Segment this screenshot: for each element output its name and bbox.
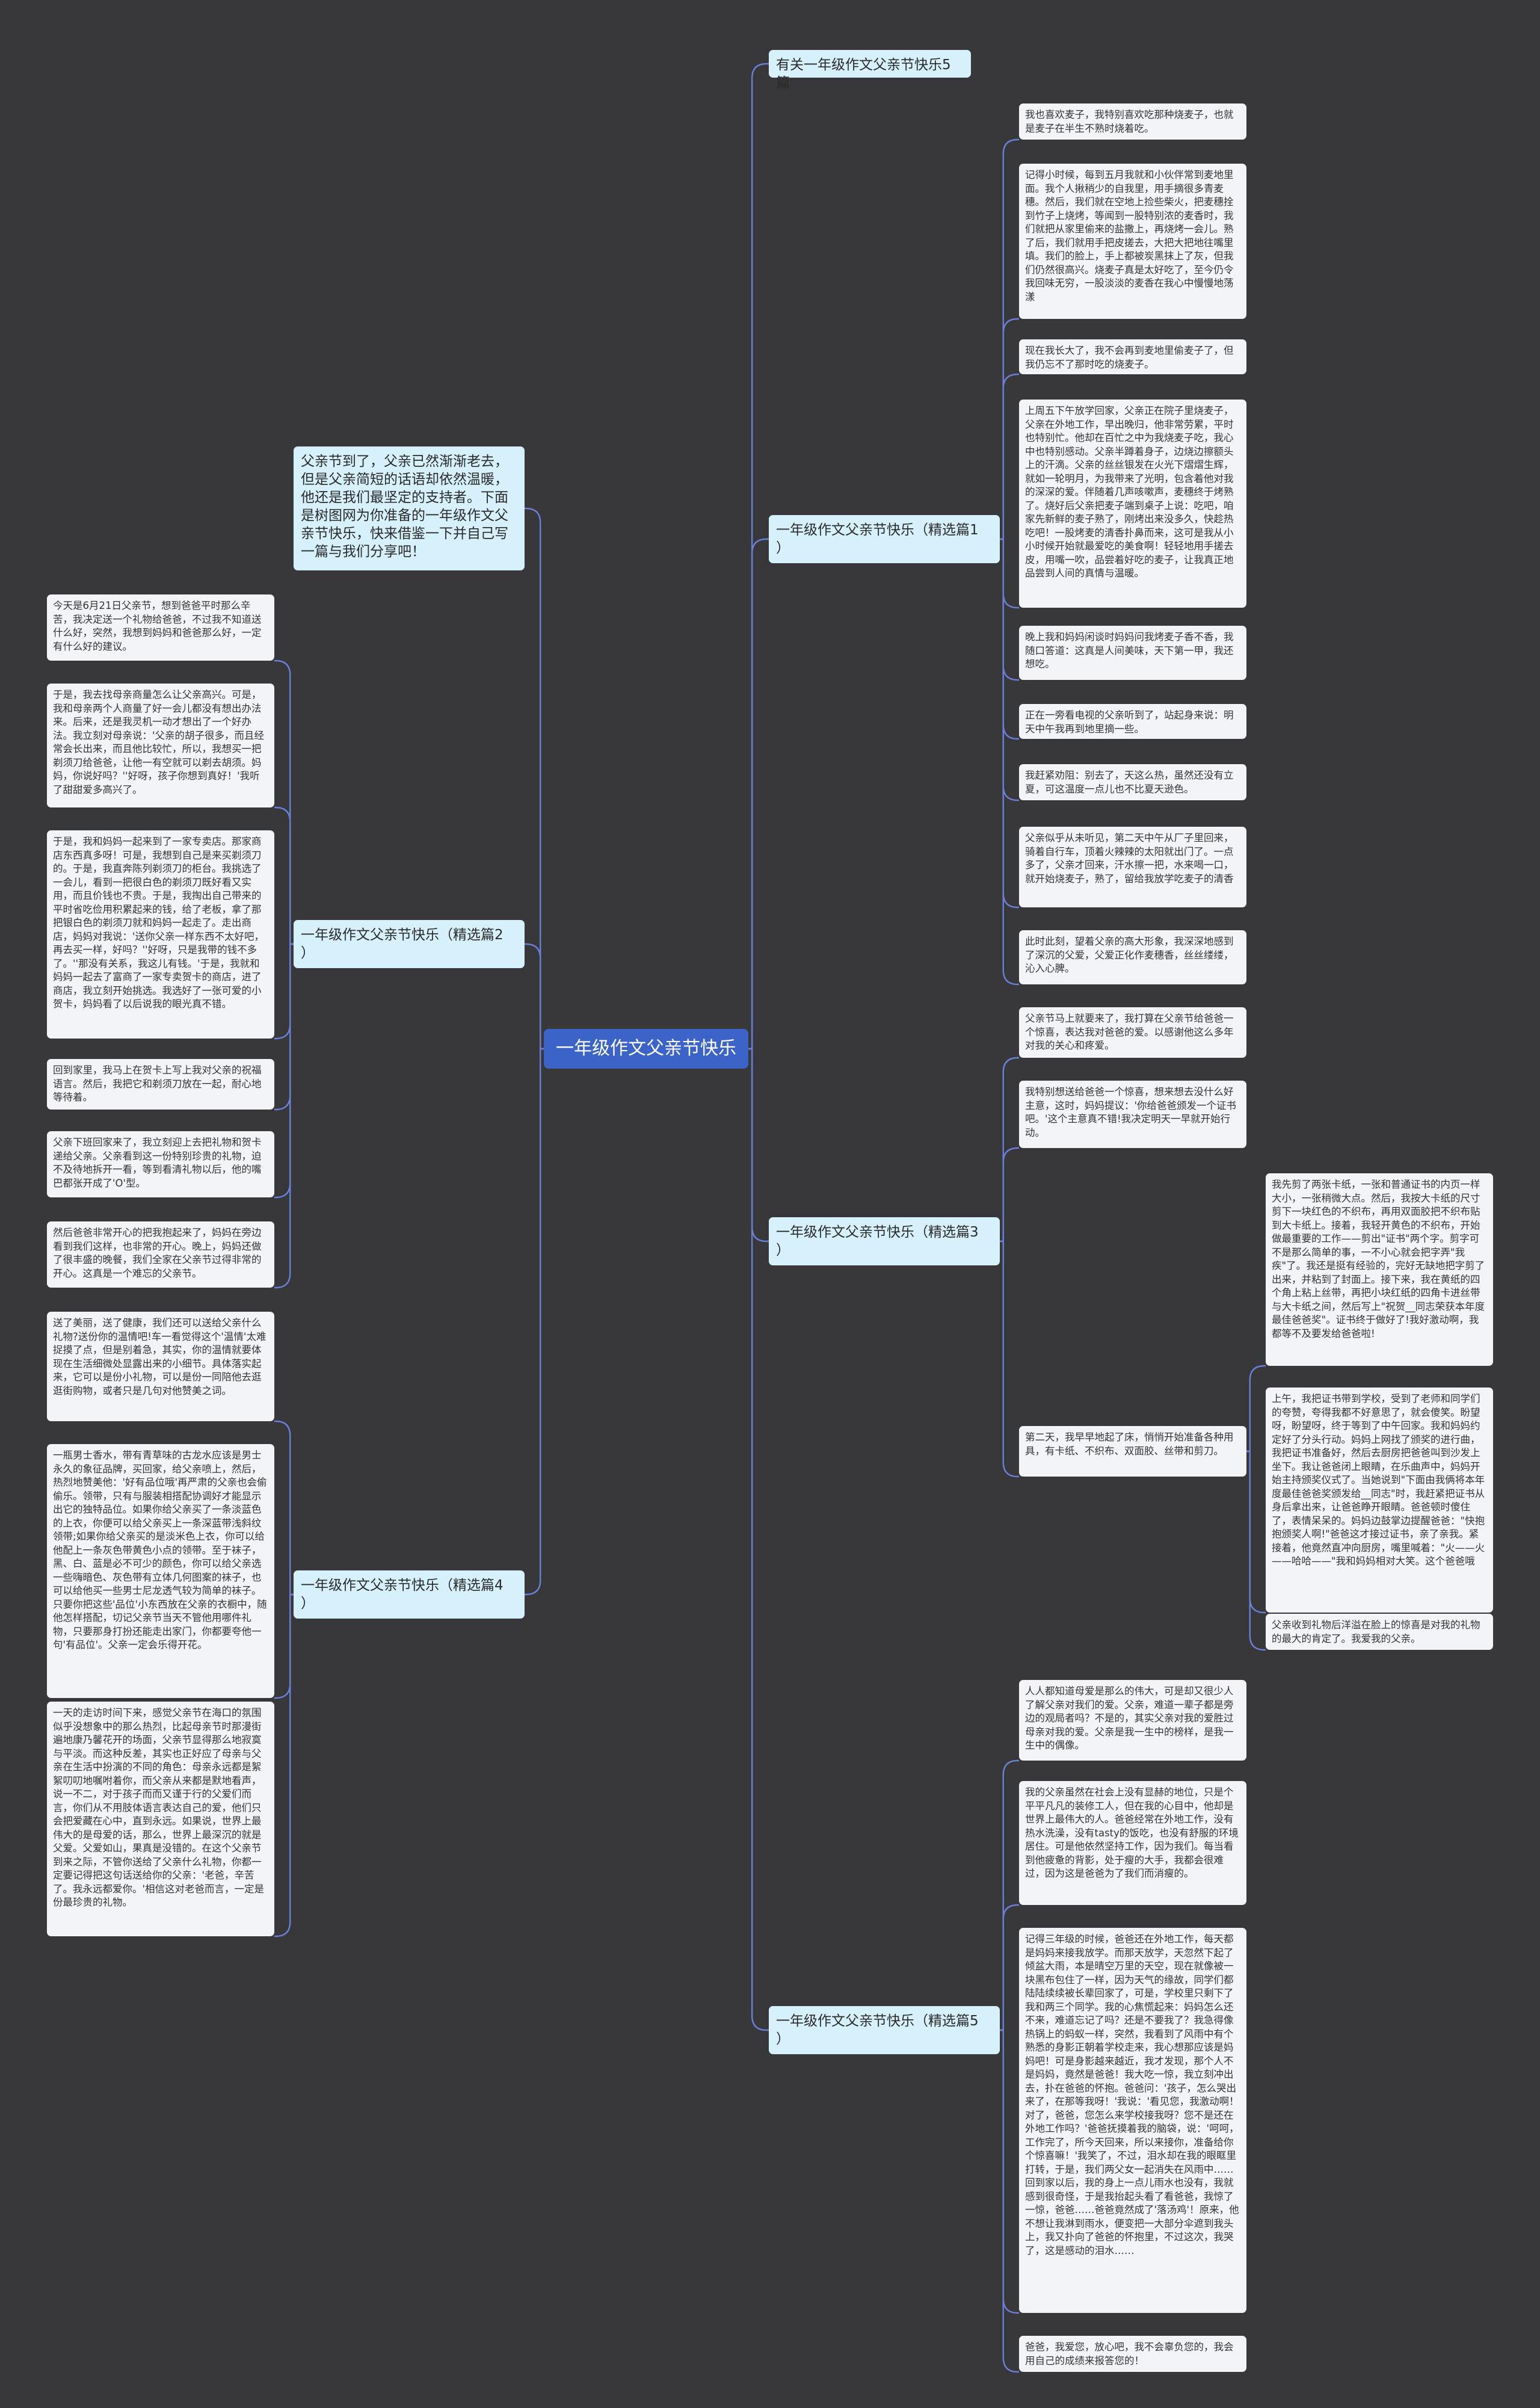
note-part5-para: 我的父亲虽然在社会上没有显赫的地位，只是个平平凡凡的装修工人，但在我的心目中，他… <box>1019 1781 1246 1905</box>
note-part2-para: 回到家里，我马上在贺卡上写上我对父亲的祝福语言。然后，我把它和剃须刀放在一起，耐… <box>47 1059 274 1110</box>
connector-line <box>274 1420 294 1596</box>
connector-line <box>1000 1147 1019 1243</box>
note-part2-para: 今天是6月21日父亲节，想到爸爸平时那么辛苦，我决定送一个礼物给爸爸，不过我不知… <box>47 594 274 661</box>
root-topic[interactable]: 一年级作文父亲节快乐 <box>544 1029 748 1069</box>
note-part3-para: 我特别想送给爸爸一个惊喜，想来想去没什么好主意，这时，妈妈提议：'你给爸爸颁发一… <box>1019 1081 1246 1148</box>
connector-line <box>1000 1057 1019 1243</box>
note-part1-para: 我也喜欢麦子，我特别喜欢吃那种烧麦子，也就是麦子在半生不熟时烧着吃。 <box>1019 103 1246 140</box>
connector-line <box>1000 373 1019 540</box>
connector-line <box>1000 138 1019 540</box>
note-part4-para: 一天的走访时间下来，感觉父亲节在海口的氛围似乎没想象中的那么热烈，比起母亲节时那… <box>47 1702 274 1936</box>
connector-line <box>1000 1240 1019 1478</box>
connector-line <box>525 507 544 1050</box>
note-part5-para: 人人都知道母爱是那么的伟大，可是却又很少人了解父亲对我们的爱。父亲，难道一辈子都… <box>1019 1680 1246 1761</box>
note-part5-para: 记得三年级的时候，爸爸还在外地工作，每天都是妈妈来接我放学。而那天放学，天忽然下… <box>1019 1928 1246 2313</box>
connector-line <box>274 1593 294 1937</box>
note-part1-para: 此时此刻，望着父亲的高大形象，我深深地感到了深沉的父爱，父爱正化作麦穗香，丝丝缕… <box>1019 930 1246 984</box>
connector-line <box>274 806 294 945</box>
note-part5-para: 爸爸，我爱您，放心吧，我不会辜负您的，我会用自己的成绩来报答您的！ <box>1019 2336 1246 2372</box>
branch-part-4[interactable]: 一年级作文父亲节快乐（精选篇4 ） <box>294 1570 525 1619</box>
connector-line <box>1000 318 1019 540</box>
connector-line <box>1246 1365 1266 1453</box>
connector-line <box>748 1048 769 2031</box>
intro-note: 父亲节到了，父亲已然渐渐老去，但是父亲简短的话语却依然温暖，他还是我们最坚定的支… <box>294 446 525 570</box>
note-part2-para: 于是，我和妈妈一起来到了一家专卖店。那家商店东西真多呀！可是，我想到自己是来买剃… <box>47 830 274 1039</box>
note-part1-para: 上周五下午放学回家，父亲正在院子里烧麦子，父亲在外地工作，早出晚归，他非常劳累，… <box>1019 400 1246 608</box>
branch-part-5[interactable]: 一年级作文父亲节快乐（精选篇5 ） <box>769 2006 1000 2054</box>
note-part1-para: 父亲似乎从未听见，第二天中午从厂子里回来，骑着自行车，顶着火辣辣的太阳就出门了。… <box>1019 827 1246 907</box>
header-link[interactable]: 有关一年级作文父亲节快乐5篇 <box>769 50 971 91</box>
connector-line <box>274 943 294 1289</box>
note-part4-para: 一瓶男士香水，带有青草味的古龙水应该是男士永久的象征品牌，买回家，给父亲喷上，然… <box>47 1444 274 1698</box>
note-part3-para: 第二天，我早早地起了床，悄悄开始准备各种用具，有卡纸、不织布、双面胶、丝带和剪刀… <box>1019 1426 1246 1477</box>
connector-line <box>1000 1759 1019 2031</box>
subnote-part3-para: 父亲收到礼物后洋溢在脸上的惊喜是对我的礼物的最大的肯定了。我爱我的父亲。 <box>1266 1614 1493 1650</box>
note-part1-para: 正在一旁看电视的父亲听到了，站起身来说：明天中午我再到地里摘一些。 <box>1019 704 1246 739</box>
note-part2-para: 于是，我去找母亲商量怎么让父亲高兴。可是，我和母亲两个人商量了好一会儿都没有想出… <box>47 684 274 807</box>
connector-line <box>1246 1450 1266 1651</box>
connector-line <box>525 943 544 1050</box>
branch-part-1[interactable]: 一年级作文父亲节快乐（精选篇1 ） <box>769 515 1000 563</box>
note-part1-para: 现在我长大了，我不会再到麦地里偷麦子了，但我仍忘不了那时吃的烧麦子。 <box>1019 339 1246 374</box>
branch-part-2[interactable]: 一年级作文父亲节快乐（精选篇2 ） <box>294 920 525 968</box>
connector-line <box>274 659 294 945</box>
note-part1-para: 晚上我和妈妈闲谈时妈妈问我烤麦子香不香，我随口答道：这真是人间美味，天下第一甲，… <box>1019 626 1246 680</box>
branch-part-3[interactable]: 一年级作文父亲节快乐（精选篇3 ） <box>769 1217 1000 1265</box>
connector-line <box>525 1048 544 1596</box>
connector-line <box>1000 2029 1019 2373</box>
note-part2-para: 父亲下班回家来了，我立刻迎上去把礼物和贺卡递给父亲。父亲看到这一份特别珍贵的礼物… <box>47 1131 274 1197</box>
note-part1-para: 我赶紧劝阻：别去了，天这么热，虽然还没有立夏，可这温度一点儿也不比夏天逊色。 <box>1019 764 1246 800</box>
note-part1-para: 记得小时候，每到五月我就和小伙伴常到麦地里面。我个人揪稍少的自我里，用手摘很多青… <box>1019 164 1246 319</box>
note-part4-para: 送了美丽，送了健康，我们还可以送给父亲什么礼物?送份你的温情吧!车一看觉得这个'… <box>47 1312 274 1421</box>
connector-line <box>748 63 769 1050</box>
subnote-part3-para: 上午，我把证书带到学校，受到了老师和同学们的夸赞，夸得我都不好意思了，就会傻笑。… <box>1266 1388 1493 1613</box>
connector-line <box>1000 538 1019 986</box>
connector-line <box>1000 1904 1019 2031</box>
subnote-part3-para: 我先剪了两张卡纸，一张和普通证书的内页一样大小，一张稍微大点。然后，我按大卡纸的… <box>1266 1173 1493 1366</box>
note-part3-para: 父亲节马上就要来了，我打算在父亲节给爸爸一个惊喜，表达我对爸爸的爱。以感谢他这么… <box>1019 1007 1246 1058</box>
connector-line <box>748 538 769 1050</box>
note-part2-para: 然后爸爸非常开心的把我抱起来了，妈妈在旁边看到我们这样，也非常的开心。晚上，妈妈… <box>47 1221 274 1288</box>
